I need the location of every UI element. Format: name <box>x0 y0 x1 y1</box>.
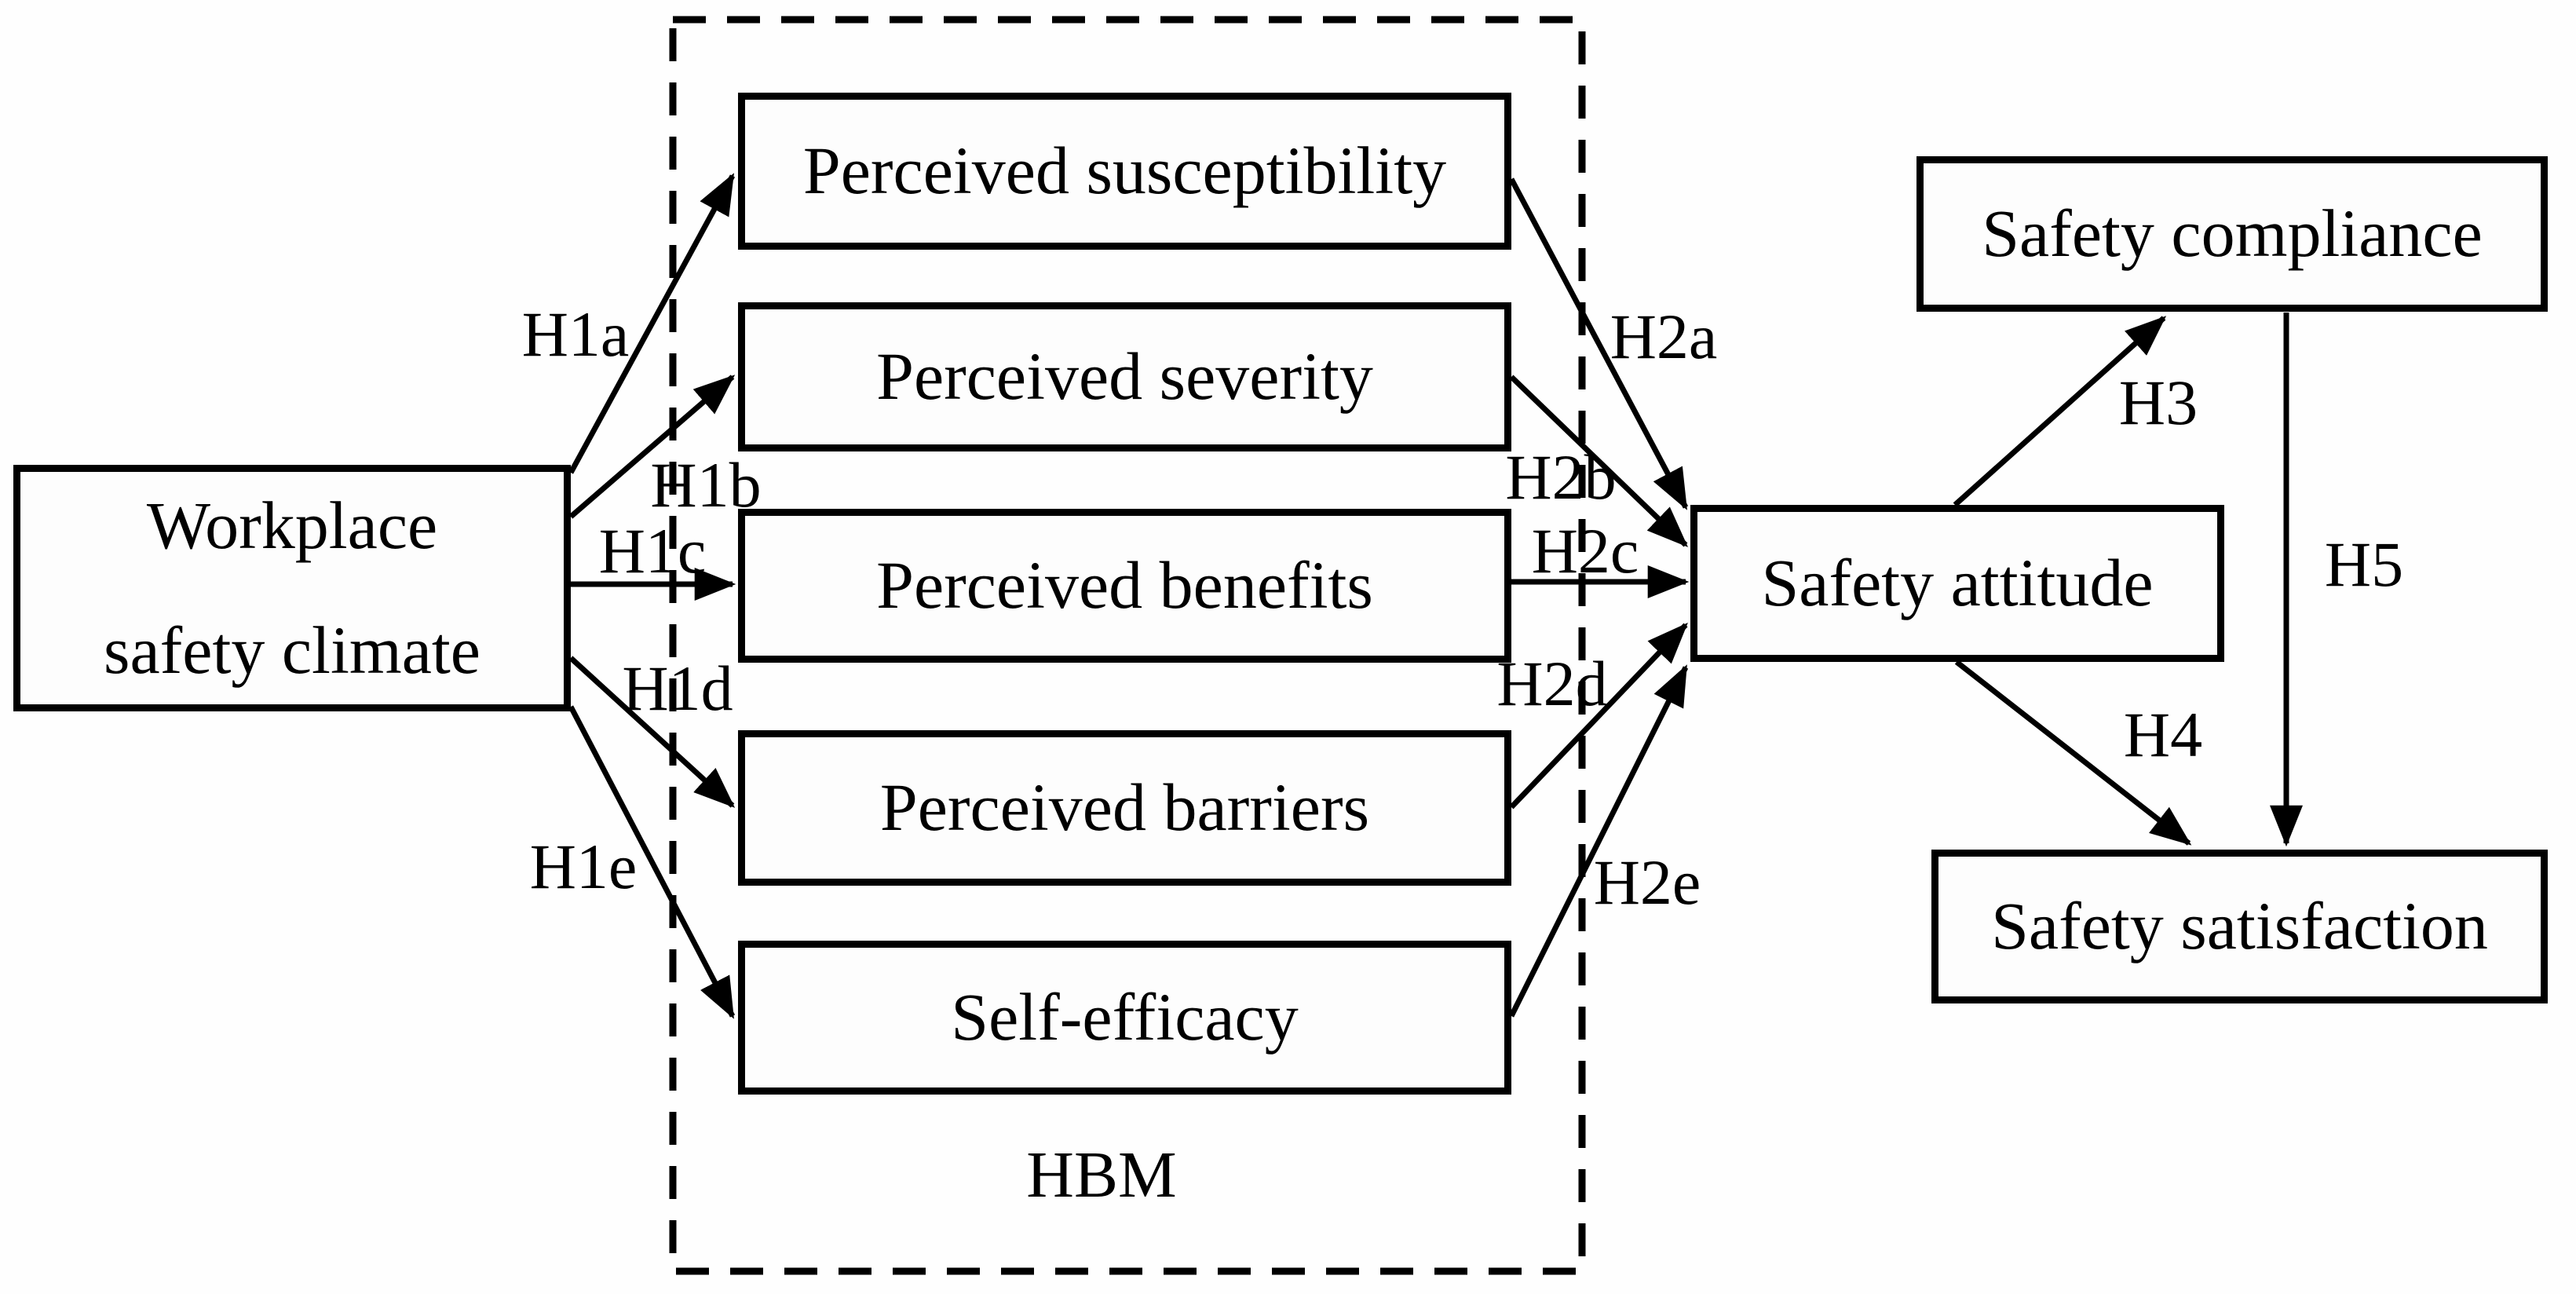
label-h1b: H1b <box>650 449 762 521</box>
label-h2c: H2c <box>1531 515 1639 587</box>
node-workplace-safety-climate-line2: safety climate <box>104 612 480 688</box>
node-safety-attitude: Safety attitude <box>1690 505 2224 662</box>
arrow-h2b <box>1509 375 1689 547</box>
node-perceived-benefits: Perceived benefits <box>738 509 1511 663</box>
node-perceived-severity: Perceived severity <box>738 302 1511 451</box>
label-h2b: H2b <box>1505 441 1617 513</box>
label-h1d: H1d <box>622 652 733 724</box>
arrow-h2a <box>1508 177 1689 510</box>
label-h2a: H2a <box>1610 301 1718 372</box>
arrow-h1a <box>568 173 736 474</box>
label-h4: H4 <box>2123 699 2203 770</box>
label-h1a: H1a <box>521 298 630 370</box>
node-self-efficacy: Self-efficacy <box>738 941 1511 1095</box>
label-h1e: H1e <box>529 831 638 902</box>
label-h2e: H2e <box>1593 846 1701 918</box>
label-h1c: H1c <box>598 515 707 587</box>
label-h5: H5 <box>2324 528 2404 600</box>
arrow-h2d <box>1509 622 1688 810</box>
node-safety-satisfaction: Safety satisfaction <box>1931 850 2548 1003</box>
label-h3: H3 <box>2118 367 2198 438</box>
node-workplace-safety-climate: Workplace safety climate <box>13 465 571 711</box>
node-safety-compliance: Safety compliance <box>1916 156 2548 312</box>
hbm-dashed-boundary <box>669 16 1586 1275</box>
node-perceived-barriers: Perceived barriers <box>738 730 1511 886</box>
arrow-h2e <box>1508 664 1689 1018</box>
hbm-group-label: HBM <box>1026 1139 1177 1212</box>
arrow-h3 <box>1953 316 2167 507</box>
arrow-h4 <box>1954 660 2192 846</box>
arrow-h1e <box>568 705 736 1019</box>
node-workplace-safety-climate-line1: Workplace <box>146 487 438 563</box>
arrow-h1b <box>568 375 736 519</box>
arrow-h1d <box>568 656 736 808</box>
label-h2d: H2d <box>1496 648 1608 719</box>
node-perceived-susceptibility: Perceived susceptibility <box>738 93 1511 250</box>
